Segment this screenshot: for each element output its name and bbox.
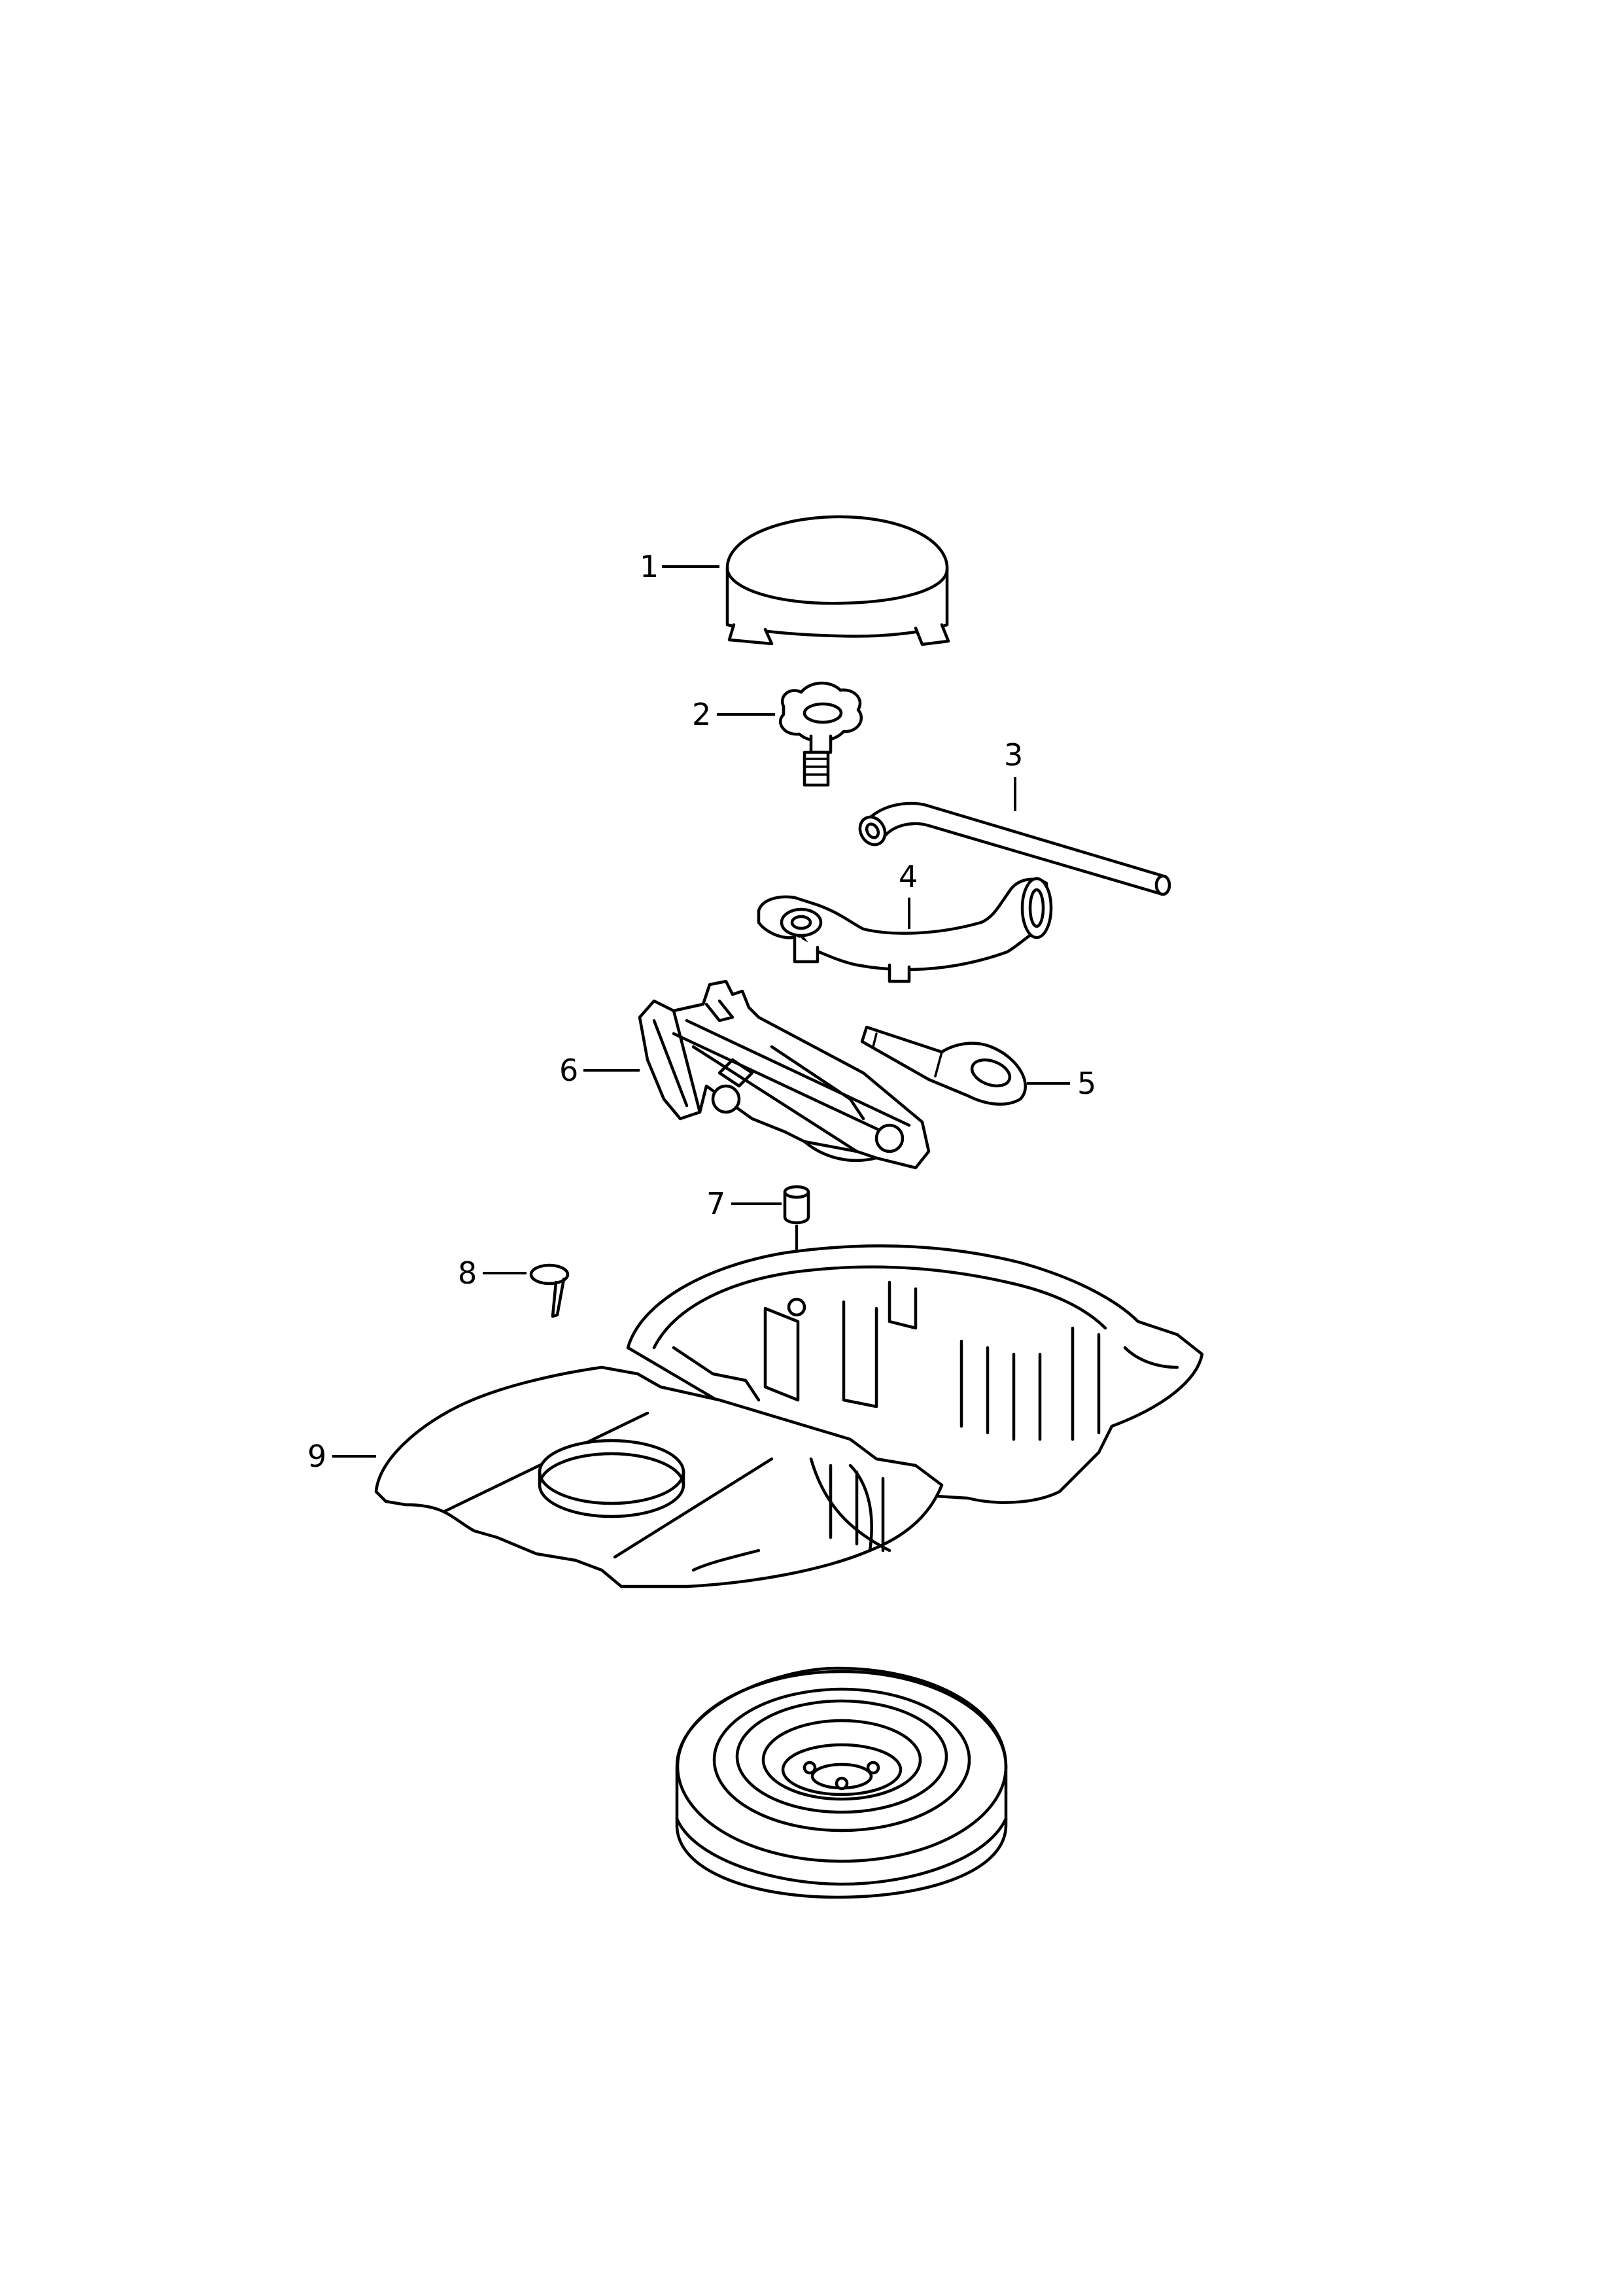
callout-label-4: 4: [899, 859, 918, 894]
callout-label-2: 2: [692, 697, 711, 732]
part-3-wheel-brace[interactable]: [855, 801, 1171, 896]
part-1-cover-cap[interactable]: [725, 515, 950, 646]
callout-2: 2: [692, 697, 775, 732]
part-8-clip[interactable]: [529, 1263, 570, 1318]
callout-8: 8: [458, 1255, 527, 1291]
part-7-plug[interactable]: [783, 1185, 810, 1276]
part-5-towing-eye[interactable]: [860, 1025, 1027, 1106]
callout-3: 3: [1004, 737, 1023, 811]
part-6-car-jack[interactable]: [638, 979, 931, 1170]
callout-5: 5: [1027, 1066, 1096, 1101]
part-2-wing-bolt[interactable]: [779, 681, 863, 787]
callout-label-7: 7: [706, 1186, 725, 1221]
callout-label-9: 9: [307, 1439, 326, 1474]
callout-7: 7: [706, 1186, 782, 1221]
callout-label-3: 3: [1004, 737, 1023, 773]
part-4-crank-handle[interactable]: [757, 877, 1053, 983]
callout-label-5: 5: [1077, 1066, 1096, 1101]
callout-label-8: 8: [458, 1255, 477, 1291]
callout-1: 1: [640, 549, 719, 584]
callout-6: 6: [559, 1053, 640, 1088]
callout-9: 9: [307, 1439, 376, 1474]
callout-label-6: 6: [559, 1053, 578, 1088]
callout-label-1: 1: [640, 549, 659, 584]
spare-wheel: [675, 1666, 1008, 1899]
part-9-tool-holder[interactable]: [374, 1244, 1204, 1588]
callout-4: 4: [899, 859, 918, 929]
